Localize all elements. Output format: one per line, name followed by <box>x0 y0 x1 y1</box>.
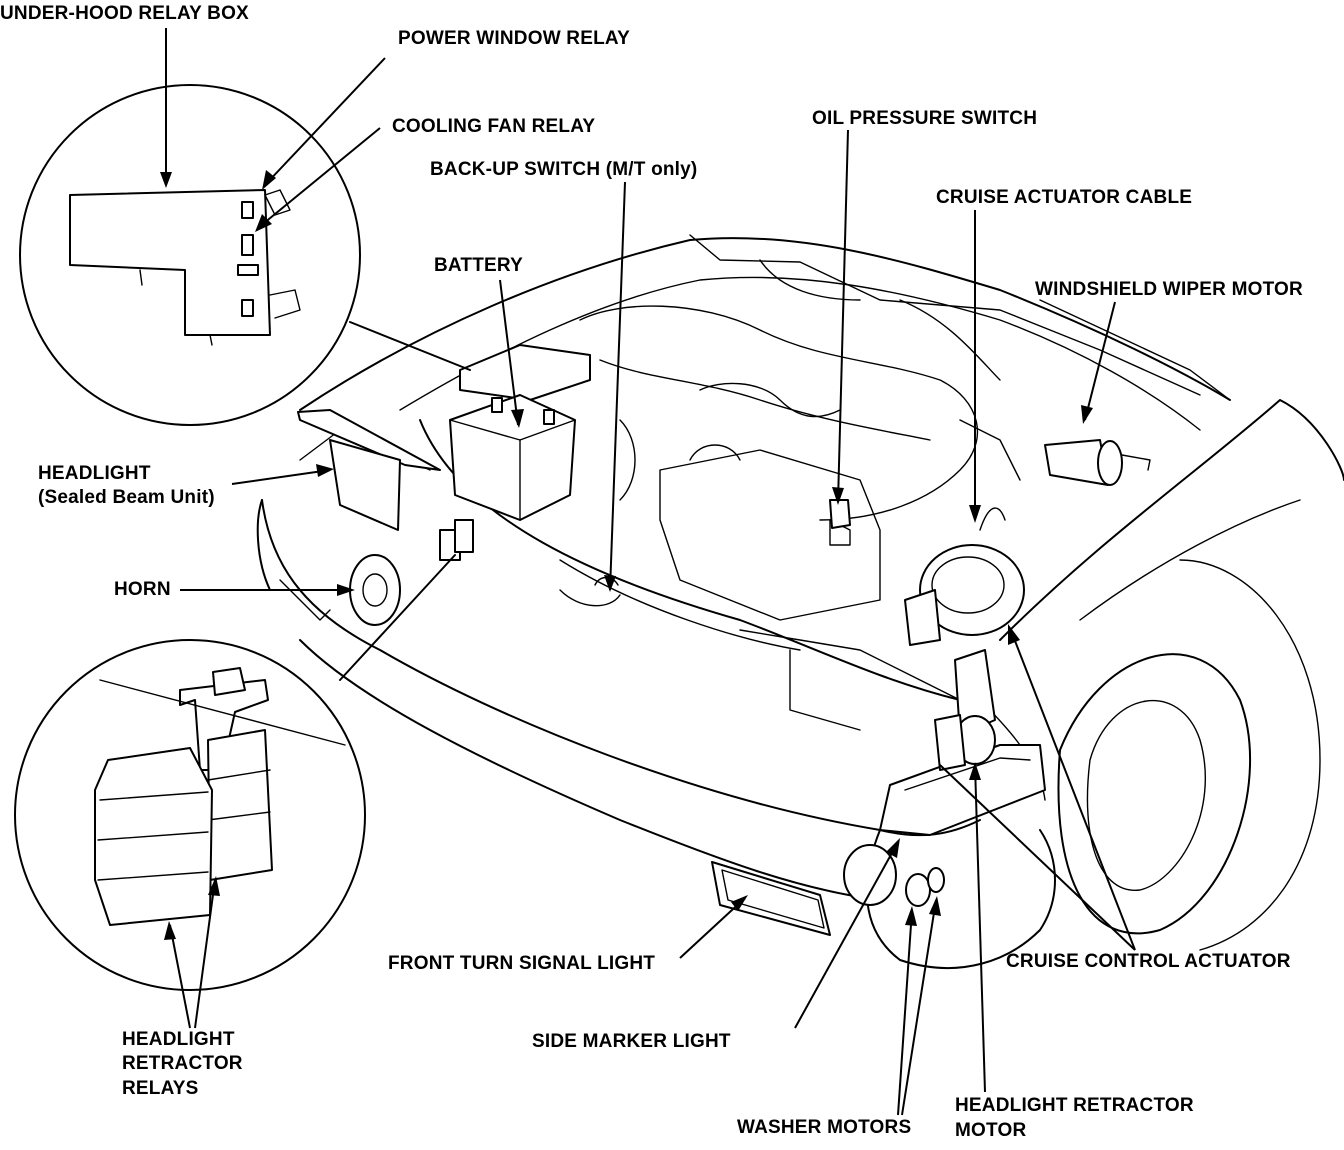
relay-box-inset <box>19 84 471 426</box>
side-marker-drawing <box>843 744 1046 906</box>
horn-drawing <box>349 554 401 626</box>
label-retractor-relays-2: RETRACTOR <box>122 1053 243 1074</box>
label-headlight-retractor-motor-1: HEADLIGHT RETRACTOR <box>955 1095 1194 1116</box>
headlight-drawing <box>297 409 441 531</box>
turn-signal-drawing <box>711 861 831 936</box>
label-cruise-control-actuator: CRUISE CONTROL ACTUATOR <box>1006 951 1291 972</box>
label-headlight-sealed-beam: (Sealed Beam Unit) <box>38 487 215 508</box>
battery-drawing <box>449 344 591 521</box>
leader-lines <box>160 28 1136 1116</box>
cruise-actuator-drawing <box>904 507 1025 646</box>
wiper-motor-drawing <box>1044 439 1151 486</box>
oil-pressure-switch-drawing <box>829 499 851 529</box>
retractor-relays-inset <box>14 554 456 991</box>
label-retractor-relays-1: HEADLIGHT <box>122 1029 235 1050</box>
label-side-marker-light: SIDE MARKER LIGHT <box>532 1031 731 1052</box>
label-battery: BATTERY <box>434 255 524 276</box>
label-power-window-relay: POWER WINDOW RELAY <box>398 28 630 49</box>
label-oil-pressure-switch: OIL PRESSURE SWITCH <box>812 108 1038 129</box>
label-front-turn-signal-light: FRONT TURN SIGNAL LIGHT <box>388 953 656 974</box>
washer-motors-drawing <box>905 867 945 907</box>
label-horn: HORN <box>114 579 171 600</box>
car-body-drawing <box>256 234 1344 969</box>
retractor-relay-small-drawing <box>439 519 474 561</box>
label-headlight-retractor-motor-2: MOTOR <box>955 1120 1027 1141</box>
retractor-motor-drawing <box>934 649 996 771</box>
label-washer-motors: WASHER MOTORS <box>737 1117 912 1138</box>
engine-drawing <box>559 259 1021 621</box>
label-cooling-fan-relay: COOLING FAN RELAY <box>392 116 596 137</box>
label-under-hood-relay-box: UNDER-HOOD RELAY BOX <box>0 3 249 24</box>
label-cruise-actuator-cable: CRUISE ACTUATOR CABLE <box>936 187 1193 208</box>
label-retractor-relays-3: RELAYS <box>122 1078 199 1099</box>
label-windshield-wiper-motor: WINDSHIELD WIPER MOTOR <box>1035 279 1303 300</box>
label-backup-switch: BACK-UP SWITCH (M/T only) <box>430 159 698 180</box>
label-headlight: HEADLIGHT <box>38 463 151 484</box>
